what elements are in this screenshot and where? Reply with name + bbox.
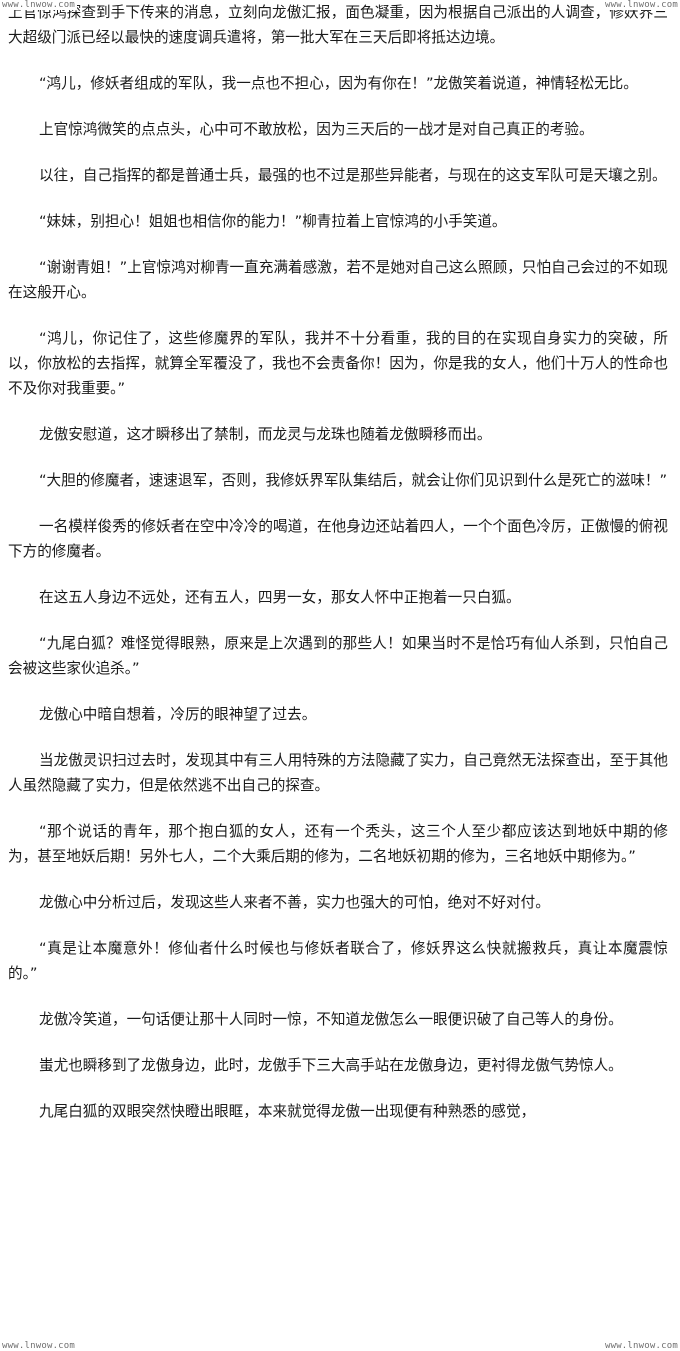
paragraph: “鸿儿，修妖者组成的军队，我一点也不担心，因为有你在！”龙傲笑着说道，神情轻松无… (39, 75, 638, 92)
watermark-bottom-left: www.lnwow.com (0, 1341, 78, 1351)
watermark-bottom-right: www.lnwow.com (602, 1341, 680, 1351)
paragraph: 蚩尤也瞬移到了龙傲身边，此时，龙傲手下三大高手站在龙傲身边，更衬得龙傲气势惊人。 (39, 1057, 623, 1074)
paragraph: 九尾白狐的双眼突然快瞪出眼眶，本来就觉得龙傲一出现便有种熟悉的感觉， (39, 1103, 536, 1120)
watermark-top-left: www.lnwow.com (0, 0, 78, 10)
article-body: 上官惊鸿探查到手下传来的消息，立刻向龙傲汇报，面色凝重，因为根据自己派出的人调查… (8, 0, 668, 1145)
paragraph: “妹妹，别担心！姐姐也相信你的能力！”柳青拉着上官惊鸿的小手笑道。 (39, 213, 507, 230)
paragraph: 龙傲冷笑道，一句话便让那十人同时一惊，不知道龙傲怎么一眼便识破了自己等人的身份。 (39, 1011, 623, 1028)
paragraph: “真是让本魔意外！修仙者什么时候也与修妖者联合了，修妖界这么快就搬救兵，真让本魔… (8, 940, 668, 982)
paragraph: 龙傲心中分析过后，发现这些人来者不善，实力也强大的可怕，绝对不好对付。 (39, 894, 550, 911)
paragraph: 上官惊鸿探查到手下传来的消息，立刻向龙傲汇报，面色凝重，因为根据自己派出的人调查… (8, 4, 668, 46)
paragraph: “那个说话的青年，那个抱白狐的女人，还有一个秃头，这三个人至少都应该达到地妖中期… (8, 823, 668, 865)
watermark-top-right: www.lnwow.com (602, 0, 680, 10)
paragraph: 上官惊鸿微笑的点点头，心中可不敢放松，因为三天后的一战才是对自己真正的考验。 (39, 121, 594, 138)
paragraph: 一名模样俊秀的修妖者在空中冷冷的喝道，在他身边还站着四人，一个个面色冷厉，正傲慢… (8, 518, 668, 560)
paragraph: 龙傲安慰道，这才瞬移出了禁制，而龙灵与龙珠也随着龙傲瞬移而出。 (39, 426, 492, 443)
paragraph: 以往，自己指挥的都是普通士兵，最强的也不过是那些异能者，与现在的这支军队可是天壤… (39, 167, 667, 184)
paragraph: “谢谢青姐！”上官惊鸿对柳青一直充满着感激，若不是她对自己这么照顾，只怕自己会过… (8, 259, 668, 301)
paragraph: 当龙傲灵识扫过去时，发现其中有三人用特殊的方法隐藏了实力，自己竟然无法探查出，至… (8, 752, 668, 794)
paragraph: 在这五人身边不远处，还有五人，四男一女，那女人怀中正抱着一只白狐。 (39, 589, 521, 606)
paragraph: “九尾白狐？难怪觉得眼熟，原来是上次遇到的那些人！如果当时不是恰巧有仙人杀到，只… (8, 635, 668, 677)
paragraph: “大胆的修魔者，速速退军，否则，我修妖界军队集结后，就会让你们见识到什么是死亡的… (39, 472, 668, 489)
paragraph: 龙傲心中暗自想着，冷厉的眼神望了过去。 (39, 706, 317, 723)
paragraph: “鸿儿，你记住了，这些修魔界的军队，我并不十分看重，我的目的在实现自身实力的突破… (8, 330, 668, 397)
